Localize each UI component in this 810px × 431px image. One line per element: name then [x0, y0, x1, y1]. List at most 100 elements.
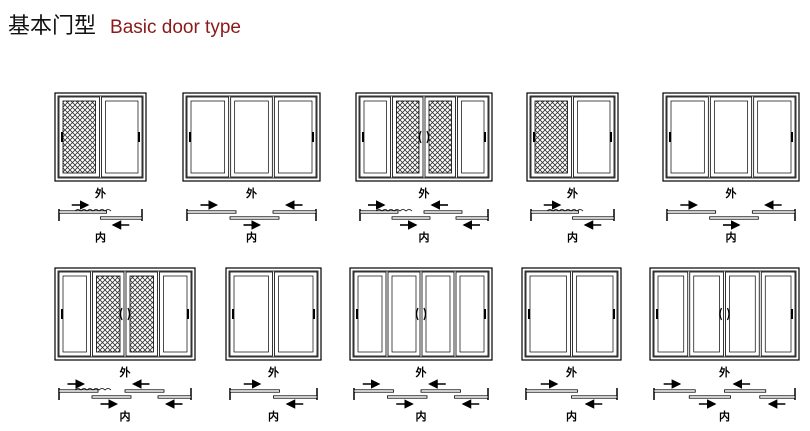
- door-6: 外内: [54, 267, 196, 423]
- label-outside: 外: [94, 186, 106, 200]
- handle-icon: [61, 132, 63, 142]
- handle-icon: [61, 309, 63, 319]
- sash-bar: [525, 389, 578, 393]
- sash-bar: [709, 216, 759, 220]
- sash-bar: [423, 210, 463, 214]
- title-english: Basic door type: [110, 17, 241, 38]
- track-section: [186, 200, 317, 230]
- glass-pane: [529, 275, 567, 353]
- glass-pane: [757, 100, 792, 174]
- label-inside: 内: [719, 409, 730, 423]
- screen-mesh: [534, 100, 568, 174]
- door-panel: [709, 96, 753, 178]
- label-inside: 内: [726, 230, 737, 244]
- sash-bar: [530, 210, 579, 214]
- sash-bar: [157, 395, 192, 399]
- door-panel: [573, 96, 615, 178]
- track-section: [530, 200, 615, 230]
- door-inner-frame: [665, 95, 797, 179]
- handle-icon: [189, 132, 191, 142]
- door-panel: [530, 96, 572, 178]
- door-1: 外内: [54, 92, 147, 244]
- glass-pane: [391, 275, 417, 353]
- sash-bar: [229, 216, 280, 220]
- door-panel: [353, 271, 387, 357]
- handle-icon: [669, 132, 671, 142]
- sash-bar: [272, 210, 317, 214]
- glass-pane: [425, 275, 451, 353]
- handle-icon: [656, 309, 658, 319]
- door-9: 外内: [521, 267, 622, 423]
- glass-pane: [363, 100, 387, 174]
- track-section: [58, 379, 192, 409]
- door-inner-frame: [358, 95, 490, 179]
- door-panel: [689, 271, 724, 357]
- glass-pane: [62, 275, 87, 353]
- glass-pane: [729, 275, 756, 353]
- door-panel: [457, 96, 489, 178]
- label-outside: 外: [565, 365, 577, 379]
- center-handle-icon: [415, 307, 427, 321]
- handle-icon: [138, 132, 140, 142]
- sash-bar: [724, 389, 767, 393]
- sash-bar: [653, 389, 696, 393]
- door-panel: [392, 96, 424, 178]
- label-outside: 外: [245, 186, 257, 200]
- door-5: 外内: [662, 92, 800, 244]
- label-inside: 内: [567, 230, 578, 244]
- sash-bar: [229, 389, 280, 393]
- handle-icon: [791, 309, 793, 319]
- label-inside: 内: [416, 409, 427, 423]
- door-panel: [653, 271, 689, 357]
- glass-pane: [577, 100, 611, 174]
- sash-bar: [572, 216, 615, 220]
- door-inner-frame: [652, 270, 797, 358]
- door-panel: [274, 271, 318, 357]
- sash-bar: [420, 389, 461, 393]
- door-panel: [58, 271, 91, 357]
- center-handle-icon: [719, 307, 730, 321]
- door-panel: [455, 271, 489, 357]
- handle-icon: [312, 132, 314, 142]
- door-inner-frame: [524, 270, 619, 358]
- sash-bar: [391, 216, 431, 220]
- sash-bar: [666, 210, 717, 214]
- sash-bar: [186, 210, 237, 214]
- door-panel: [387, 271, 421, 357]
- door-panel: [125, 271, 158, 357]
- sash-bar: [58, 210, 107, 214]
- track-section: [359, 200, 489, 230]
- screen-wave-icon: [546, 209, 584, 212]
- handle-icon: [356, 309, 358, 319]
- screen-mesh: [428, 100, 452, 174]
- sash-bar: [91, 395, 132, 399]
- label-inside: 内: [566, 409, 577, 423]
- sash-bar: [124, 389, 165, 393]
- handle-icon: [313, 309, 315, 319]
- handle-icon: [791, 132, 793, 142]
- door-inner-frame: [228, 270, 319, 358]
- glass-pane: [713, 100, 749, 174]
- door-panel: [159, 271, 192, 357]
- door-panel: [760, 271, 796, 357]
- door-10: 外内: [649, 267, 800, 423]
- track-section: [653, 379, 796, 409]
- label-inside: 内: [120, 409, 131, 423]
- sash-bar: [751, 210, 796, 214]
- handle-icon: [484, 309, 486, 319]
- sash-bar: [353, 389, 394, 393]
- door-8: 外内: [349, 267, 493, 423]
- track-section: [666, 200, 796, 230]
- screen-mesh: [96, 275, 121, 353]
- label-inside: 内: [268, 409, 279, 423]
- center-handle-icon: [418, 130, 430, 144]
- label-outside: 外: [418, 186, 430, 200]
- sash-bar: [455, 216, 489, 220]
- glass-pane: [670, 100, 705, 174]
- sash-bar: [359, 210, 399, 214]
- label-outside: 外: [267, 365, 279, 379]
- handle-icon: [232, 309, 234, 319]
- glass-pane: [461, 100, 485, 174]
- sash-bar: [387, 395, 428, 399]
